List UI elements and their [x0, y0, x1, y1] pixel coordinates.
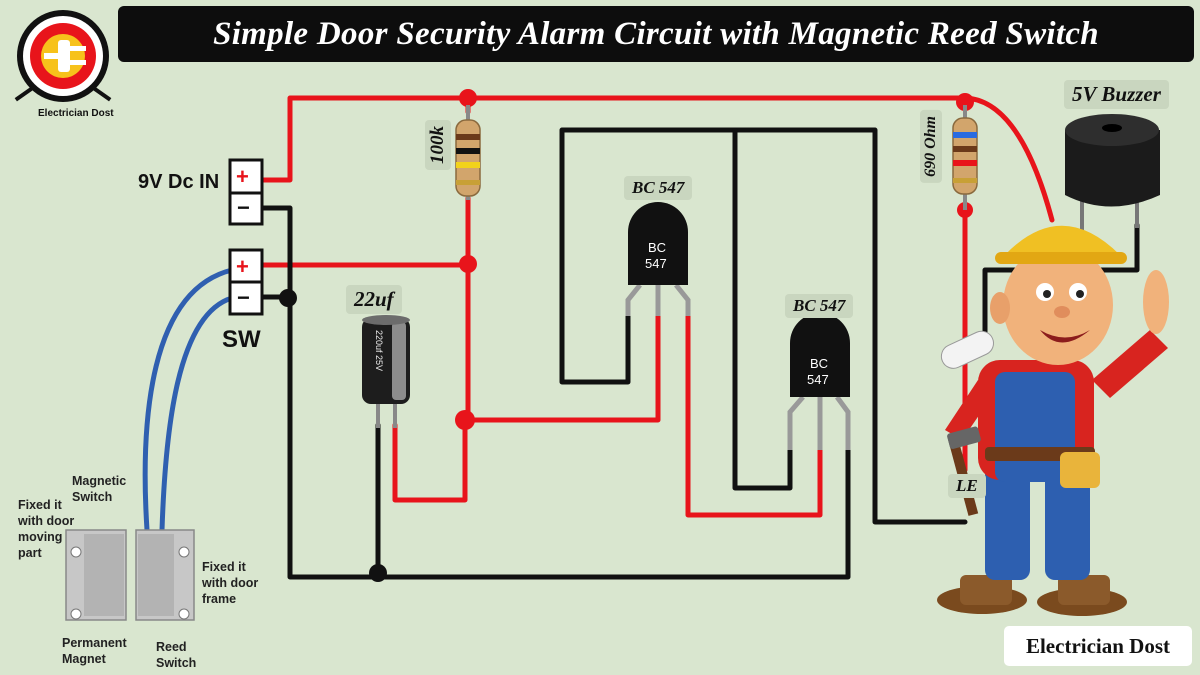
- reed-switch-drawing: [65, 529, 195, 621]
- transistor-1: [625, 202, 691, 316]
- dc-minus-symbol: −: [237, 195, 250, 220]
- magnetic-switch-label: Magnetic Switch: [72, 474, 127, 504]
- sw-minus-symbol: −: [237, 285, 250, 310]
- transistor-2-body-line1: BC: [810, 356, 829, 371]
- black-wires: [259, 127, 1140, 580]
- capacitor-body-text: 220uf 25V: [374, 330, 384, 372]
- resistor-100k-label: 100k: [425, 120, 451, 170]
- resistor-690-ohm: [952, 105, 978, 210]
- transistor-1-body-line1: BC: [648, 240, 667, 255]
- transistor-2: [787, 313, 851, 450]
- reed-switch-label: Reed Switch: [156, 640, 197, 670]
- dc-input-label: 9V Dc IN: [138, 171, 220, 193]
- switch-label: SW: [222, 326, 261, 353]
- resistor-690-label: 690 Ohm: [920, 110, 942, 183]
- transistor-1-label: BC 547: [624, 176, 693, 200]
- electrician-mascot: [937, 225, 1169, 616]
- reed-switch-inset: Magnetic Switch Fixed it with door movin…: [10, 445, 265, 670]
- dc-plus-symbol: +: [236, 164, 249, 189]
- fixed-moving-label: Fixed it with door moving part: [18, 498, 75, 560]
- sw-plus-symbol: +: [236, 254, 249, 279]
- switch-terminal: [228, 248, 264, 316]
- logo-text: Electrician Dost: [38, 108, 114, 119]
- capacitor-22uf: [362, 315, 410, 428]
- dc-input-terminal: [228, 158, 264, 226]
- footer-badge: Electrician Dost: [1004, 626, 1192, 666]
- buzzer: [1065, 114, 1160, 230]
- junction-dots: [279, 89, 974, 582]
- buzzer-label: 5V Buzzer: [1064, 80, 1169, 109]
- blue-wires: [142, 267, 235, 533]
- fixed-frame-label: Fixed it with door frame: [202, 560, 259, 606]
- resistor-100k: [455, 105, 481, 200]
- plug-bulb-icon: [14, 10, 112, 102]
- page-title: Simple Door Security Alarm Circuit with …: [118, 6, 1194, 62]
- led-label: LE: [948, 474, 986, 498]
- transistor-2-label: BC 547: [785, 294, 854, 318]
- transistor-1-body-line2: 547: [645, 256, 667, 271]
- transistor-2-body-line2: 547: [807, 372, 829, 387]
- permanent-magnet-label: Permanent Magnet: [62, 636, 127, 666]
- capacitor-label: 22uf: [346, 285, 402, 314]
